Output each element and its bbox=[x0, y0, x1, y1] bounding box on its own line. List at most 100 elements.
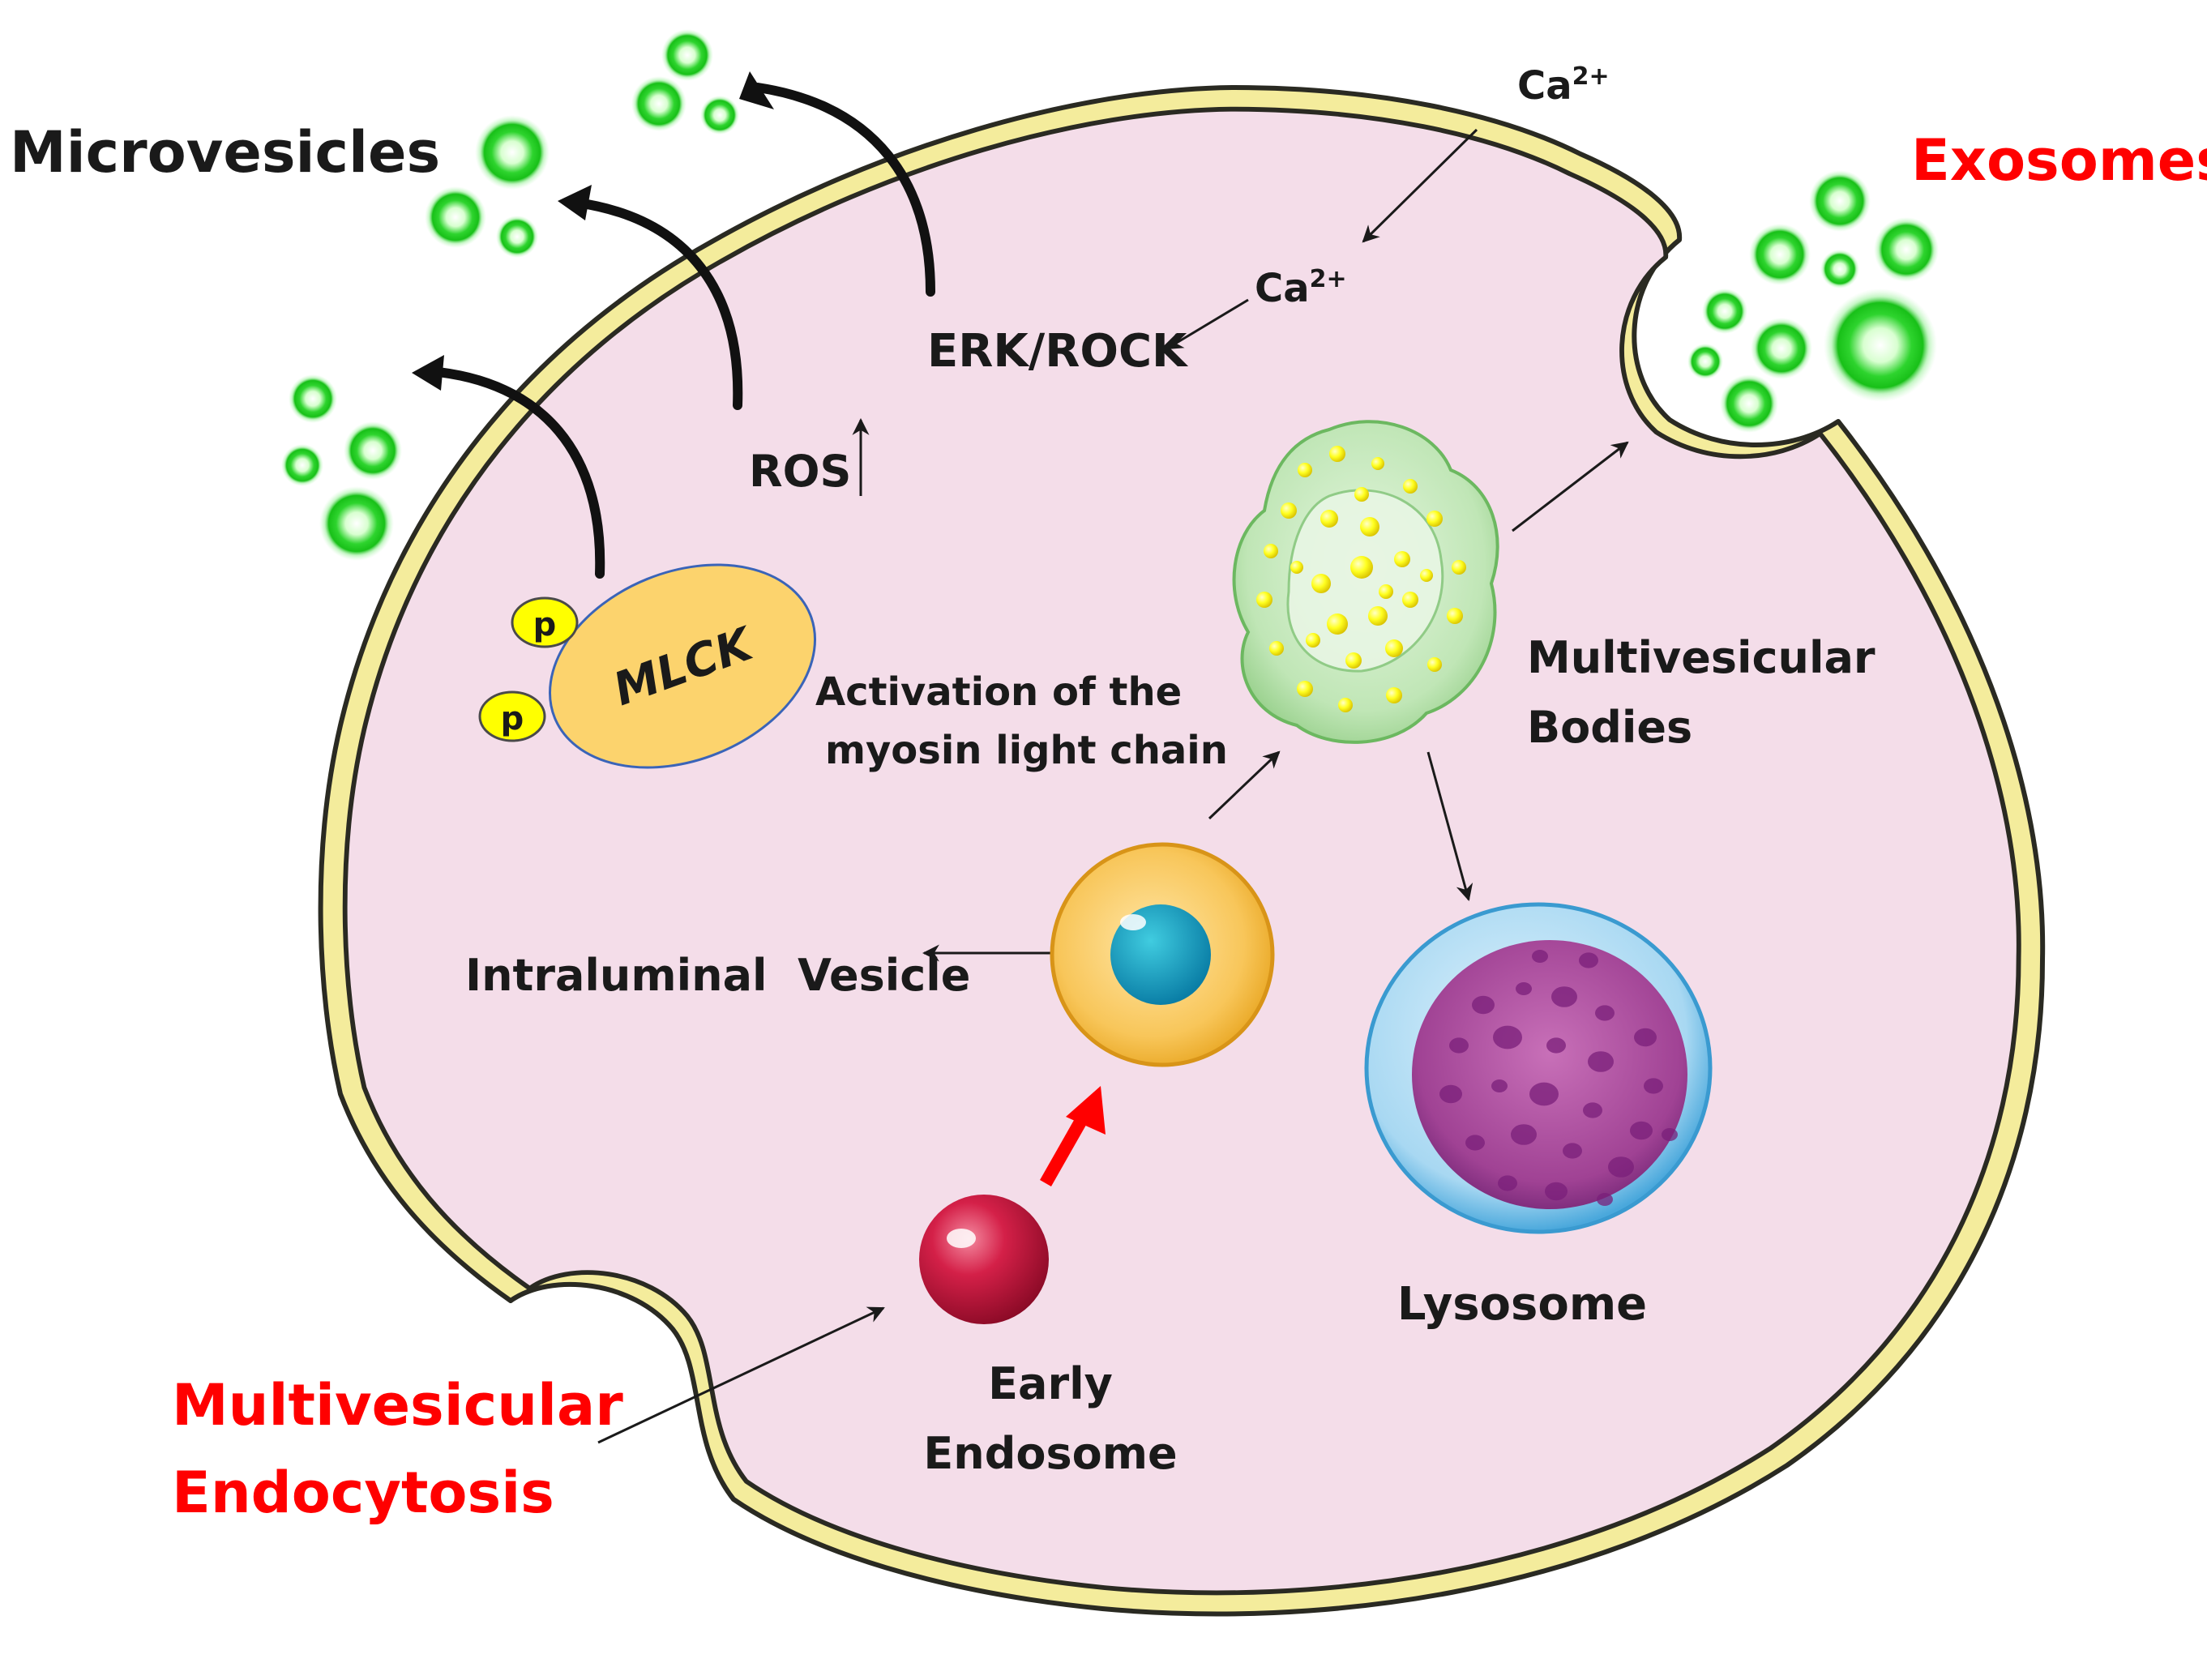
mlck-complex bbox=[478, 563, 817, 769]
lysosome-granule bbox=[1644, 1078, 1663, 1094]
mvb-vesicle-dot bbox=[1385, 639, 1403, 657]
label-early-line1: Early bbox=[988, 1358, 1113, 1409]
lysosome-inner bbox=[1412, 940, 1687, 1209]
budding-arrow-2 bbox=[572, 198, 743, 410]
mlck-enzyme bbox=[548, 563, 817, 769]
label-microvesicles: Microvesicles bbox=[10, 119, 440, 186]
lysosome-granule bbox=[1583, 1102, 1602, 1118]
lysosome-granule bbox=[1439, 1084, 1462, 1104]
microvesicle-cluster-2 bbox=[425, 115, 550, 258]
lysosome-granule bbox=[1563, 1143, 1582, 1159]
multivesicular-body bbox=[1232, 420, 1499, 744]
intraluminal-vesicle-body bbox=[1050, 842, 1275, 1067]
lysosome-granule bbox=[1630, 1121, 1653, 1140]
label-ca-inner: Ca2+ bbox=[1255, 265, 1347, 311]
arrow-mvb-to-membrane bbox=[1512, 441, 1629, 532]
mvb-vesicle-dot bbox=[1297, 681, 1313, 697]
label-ros: ROS bbox=[749, 446, 851, 497]
microvesicle-cluster-3 bbox=[281, 374, 402, 561]
mvb-vesicle-dot bbox=[1452, 560, 1466, 575]
mvb-vesicle-dot bbox=[1327, 613, 1348, 635]
mvb-vesicle-dot bbox=[1371, 457, 1384, 470]
early-endosome-shine bbox=[947, 1229, 976, 1248]
label-activation-line2: myosin light chain bbox=[825, 728, 1228, 773]
microvesicle bbox=[425, 186, 486, 248]
budding-arrows bbox=[412, 71, 935, 579]
mvb-vesicle-dot bbox=[1386, 687, 1402, 703]
microvesicle bbox=[344, 421, 402, 480]
mvb-vesicle-dot bbox=[1403, 479, 1418, 494]
mvb-vesicle-dot bbox=[1264, 544, 1278, 558]
mvb-vesicle-dot bbox=[1306, 633, 1320, 648]
mvb-vesicle-dot bbox=[1281, 502, 1297, 519]
mvb-vesicle-dot bbox=[1360, 517, 1379, 536]
exosome bbox=[1809, 170, 1871, 232]
mvb-vesicle-dot bbox=[1320, 510, 1338, 528]
phospho-group-2 bbox=[478, 690, 546, 742]
mvb-vesicle-dot bbox=[1298, 463, 1312, 477]
lysosome-granule bbox=[1491, 1079, 1508, 1092]
mvb-vesicle-dot bbox=[1394, 551, 1410, 567]
mvb-vesicle-dot bbox=[1338, 698, 1353, 712]
mvb-vesicle-dot bbox=[1379, 584, 1393, 599]
exosome bbox=[1751, 318, 1812, 379]
microvesicle bbox=[319, 486, 394, 561]
lysosome-organelle bbox=[1364, 902, 1713, 1234]
exosome bbox=[1874, 217, 1939, 282]
lysosome-granule bbox=[1579, 952, 1598, 968]
label-endocytosis-line2: Endocytosis bbox=[172, 1460, 554, 1526]
label-exosomes: Exosomes bbox=[1911, 127, 2207, 194]
lysosome-granule bbox=[1449, 1037, 1469, 1054]
budding-arrow-3 bbox=[425, 366, 605, 579]
mvb-vesicle-dot bbox=[1350, 556, 1373, 579]
label-lysosome: Lysosome bbox=[1397, 1278, 1647, 1331]
lysosome-granule bbox=[1546, 1037, 1566, 1054]
ilv-core-shine bbox=[1120, 914, 1146, 930]
lysosome-granule bbox=[1608, 1156, 1634, 1178]
lysosome-granule bbox=[1529, 1082, 1559, 1106]
microvesicle bbox=[281, 444, 323, 486]
arrow-early-to-ilv-red bbox=[1040, 1086, 1106, 1186]
arrow-ilv-to-mvb bbox=[1208, 750, 1281, 820]
label-phospho-1: p bbox=[533, 606, 557, 643]
lysosome-granule bbox=[1597, 1193, 1613, 1206]
lysosome-granule bbox=[1516, 982, 1532, 995]
exosome bbox=[1824, 289, 1937, 402]
label-endocytosis-line1: Multivesicular bbox=[172, 1372, 623, 1438]
mvb-vesicle-dot bbox=[1311, 574, 1331, 593]
exosome bbox=[1720, 374, 1778, 433]
label-early-line2: Endosome bbox=[923, 1428, 1177, 1479]
label-intraluminal-vesicle: Intraluminal Vesicle bbox=[465, 950, 970, 1001]
exosome-cluster bbox=[1687, 170, 1939, 433]
mvb-vesicle-dot bbox=[1256, 592, 1272, 608]
lysosome-granule bbox=[1511, 1124, 1537, 1145]
exosome bbox=[1702, 289, 1747, 334]
budding-arrow-1 bbox=[753, 83, 935, 297]
budding-arrowhead-2 bbox=[558, 185, 592, 220]
mvb-vesicle-dot bbox=[1420, 569, 1433, 582]
early-endosome-sphere bbox=[919, 1195, 1049, 1324]
mvb-intraluminal-vesicles bbox=[1256, 446, 1466, 712]
exosome bbox=[1820, 250, 1859, 289]
arrow-ca-to-erk bbox=[1166, 298, 1249, 350]
lysosome-granule bbox=[1634, 1028, 1657, 1047]
label-ca-outer: Ca2+ bbox=[1517, 62, 1610, 109]
arrow-endocytosis-to-early bbox=[597, 1306, 885, 1444]
label-phospho-2: p bbox=[501, 700, 524, 737]
pathway-arrows bbox=[597, 128, 1629, 1444]
label-mvb-line1: Multivesicular bbox=[1527, 632, 1876, 683]
lysosome-granule bbox=[1498, 1175, 1517, 1191]
label-erk-rock: ERK/ROCK bbox=[927, 325, 1189, 378]
lysosome-granule bbox=[1465, 1135, 1485, 1151]
mvb-vesicle-dot bbox=[1269, 641, 1284, 656]
microvesicle bbox=[475, 115, 550, 190]
arrow-ca-outer-to-inner bbox=[1362, 128, 1478, 243]
budding-arrowhead-1 bbox=[739, 71, 774, 109]
mvb-vesicle-dot bbox=[1290, 561, 1303, 574]
early-endosome-organelle bbox=[919, 1195, 1049, 1324]
mvb-vesicle-dot bbox=[1354, 487, 1369, 502]
lysosome-granule bbox=[1472, 995, 1495, 1015]
lysosome-granule bbox=[1532, 950, 1548, 963]
microvesicle-cluster-1 bbox=[631, 29, 739, 135]
